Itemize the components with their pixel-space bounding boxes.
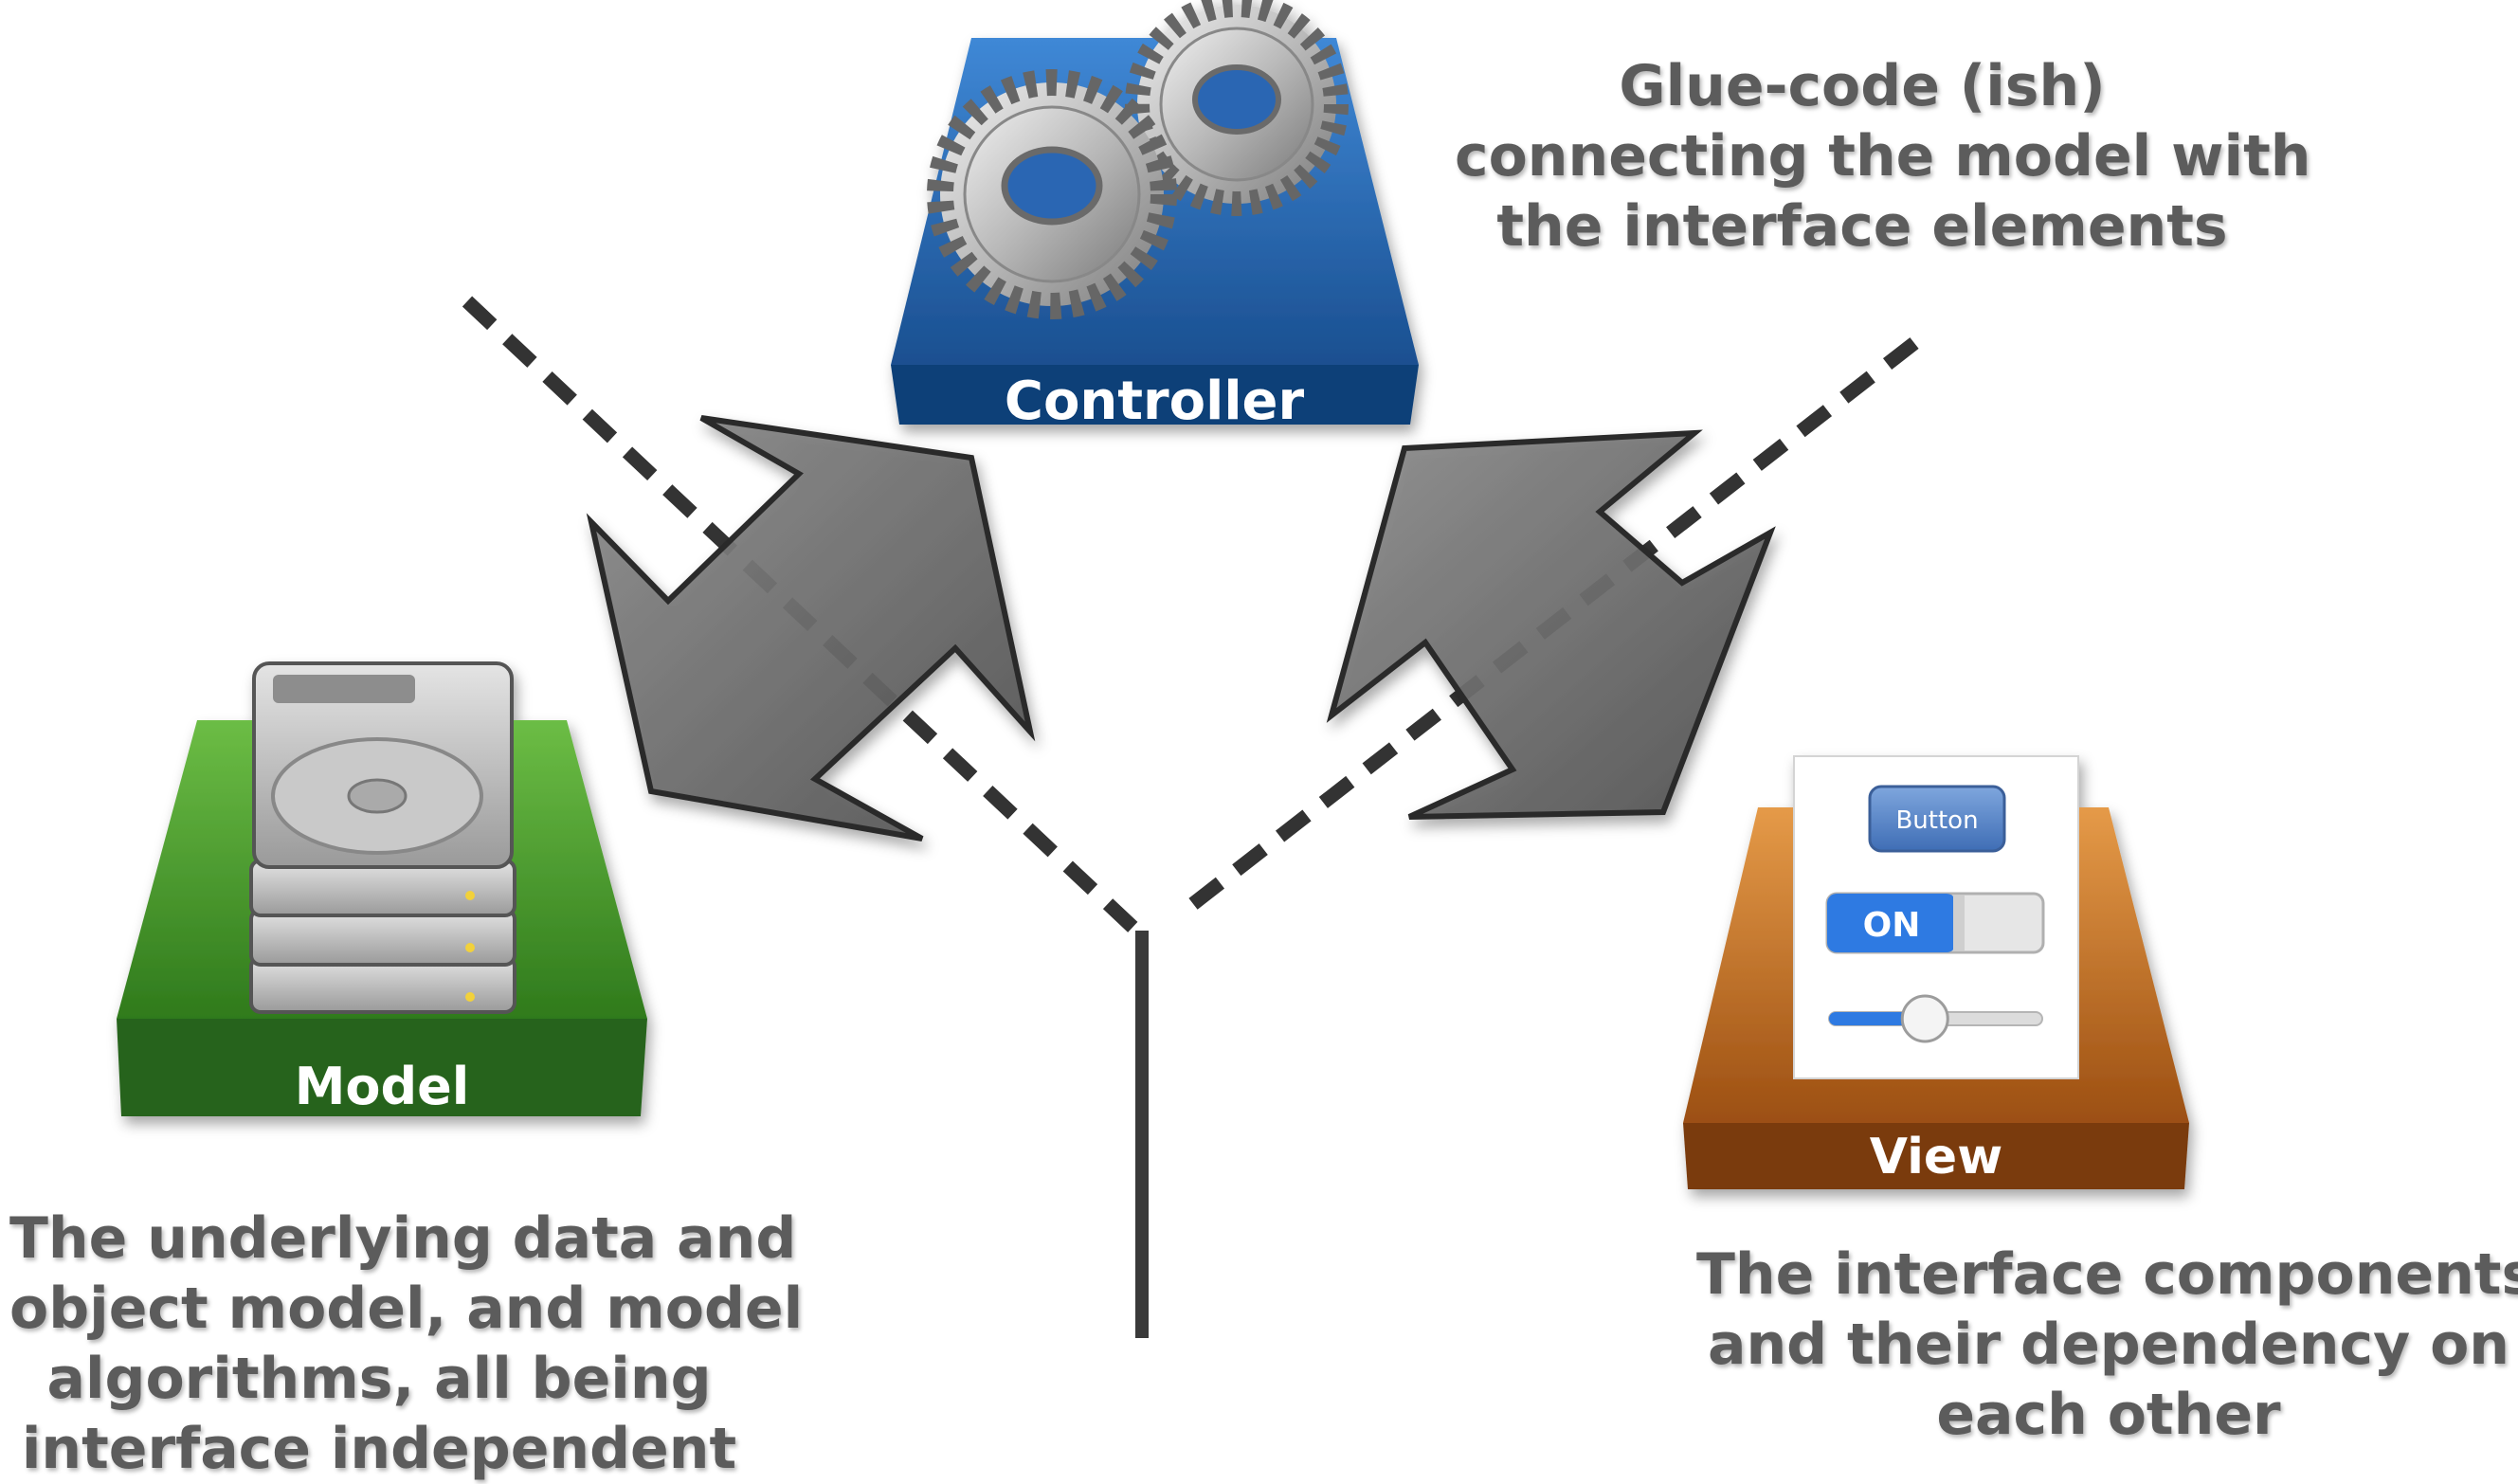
view-caption-line: and their dependency on (1707, 1312, 2510, 1378)
view-caption-line: The interface components, (1696, 1241, 2518, 1308)
model-caption-line: object model, and model (9, 1276, 804, 1342)
gears-icon (927, 0, 1349, 319)
model-label: Model (295, 1057, 470, 1116)
controller-caption-line: Glue-code (ish) (1619, 53, 2106, 119)
toggle-label: ON (1863, 906, 1921, 945)
model-controller-double-arrow (586, 415, 1036, 842)
double-arrow-shape (1326, 429, 1776, 820)
controller-caption-line: connecting the model with (1455, 123, 2311, 190)
controller-label: Controller (1005, 371, 1305, 432)
sample-button (1868, 785, 2006, 853)
hard-drive-icon (249, 661, 516, 1014)
controller-view-double-arrow (1326, 429, 1776, 820)
model-component: Model (117, 661, 647, 1116)
view-base-side (1683, 1123, 2189, 1189)
model-base-side (117, 1019, 647, 1116)
controller-base-side (891, 365, 1419, 425)
view-label: View (1870, 1129, 2002, 1185)
view-component: View Button ON (1683, 755, 2189, 1189)
model-caption-line: interface independent (21, 1416, 737, 1482)
model-caption: The underlying data and object model, an… (9, 1203, 804, 1484)
toggle-knob (1953, 896, 1965, 950)
model-caption-line: algorithms, all being (46, 1346, 712, 1412)
ui-widgets-icon: Button ON (1793, 755, 2079, 1079)
view-caption-line: each other (1936, 1382, 2281, 1448)
sample-button-label: Button (1895, 806, 1978, 835)
double-arrow-shape (586, 415, 1036, 842)
controller-component: Controller (891, 0, 1419, 432)
slider-thumb (1900, 994, 1949, 1043)
slider-fill (1829, 1012, 1926, 1025)
controller-caption-line: the interface elements (1496, 193, 2228, 260)
model-caption-line: The underlying data and (9, 1205, 797, 1272)
view-caption: The interface components, and their depe… (1696, 1240, 2518, 1450)
controller-caption: Glue-code (ish) connecting the model wit… (1455, 51, 2311, 262)
toggle-on-region (1827, 894, 1956, 952)
